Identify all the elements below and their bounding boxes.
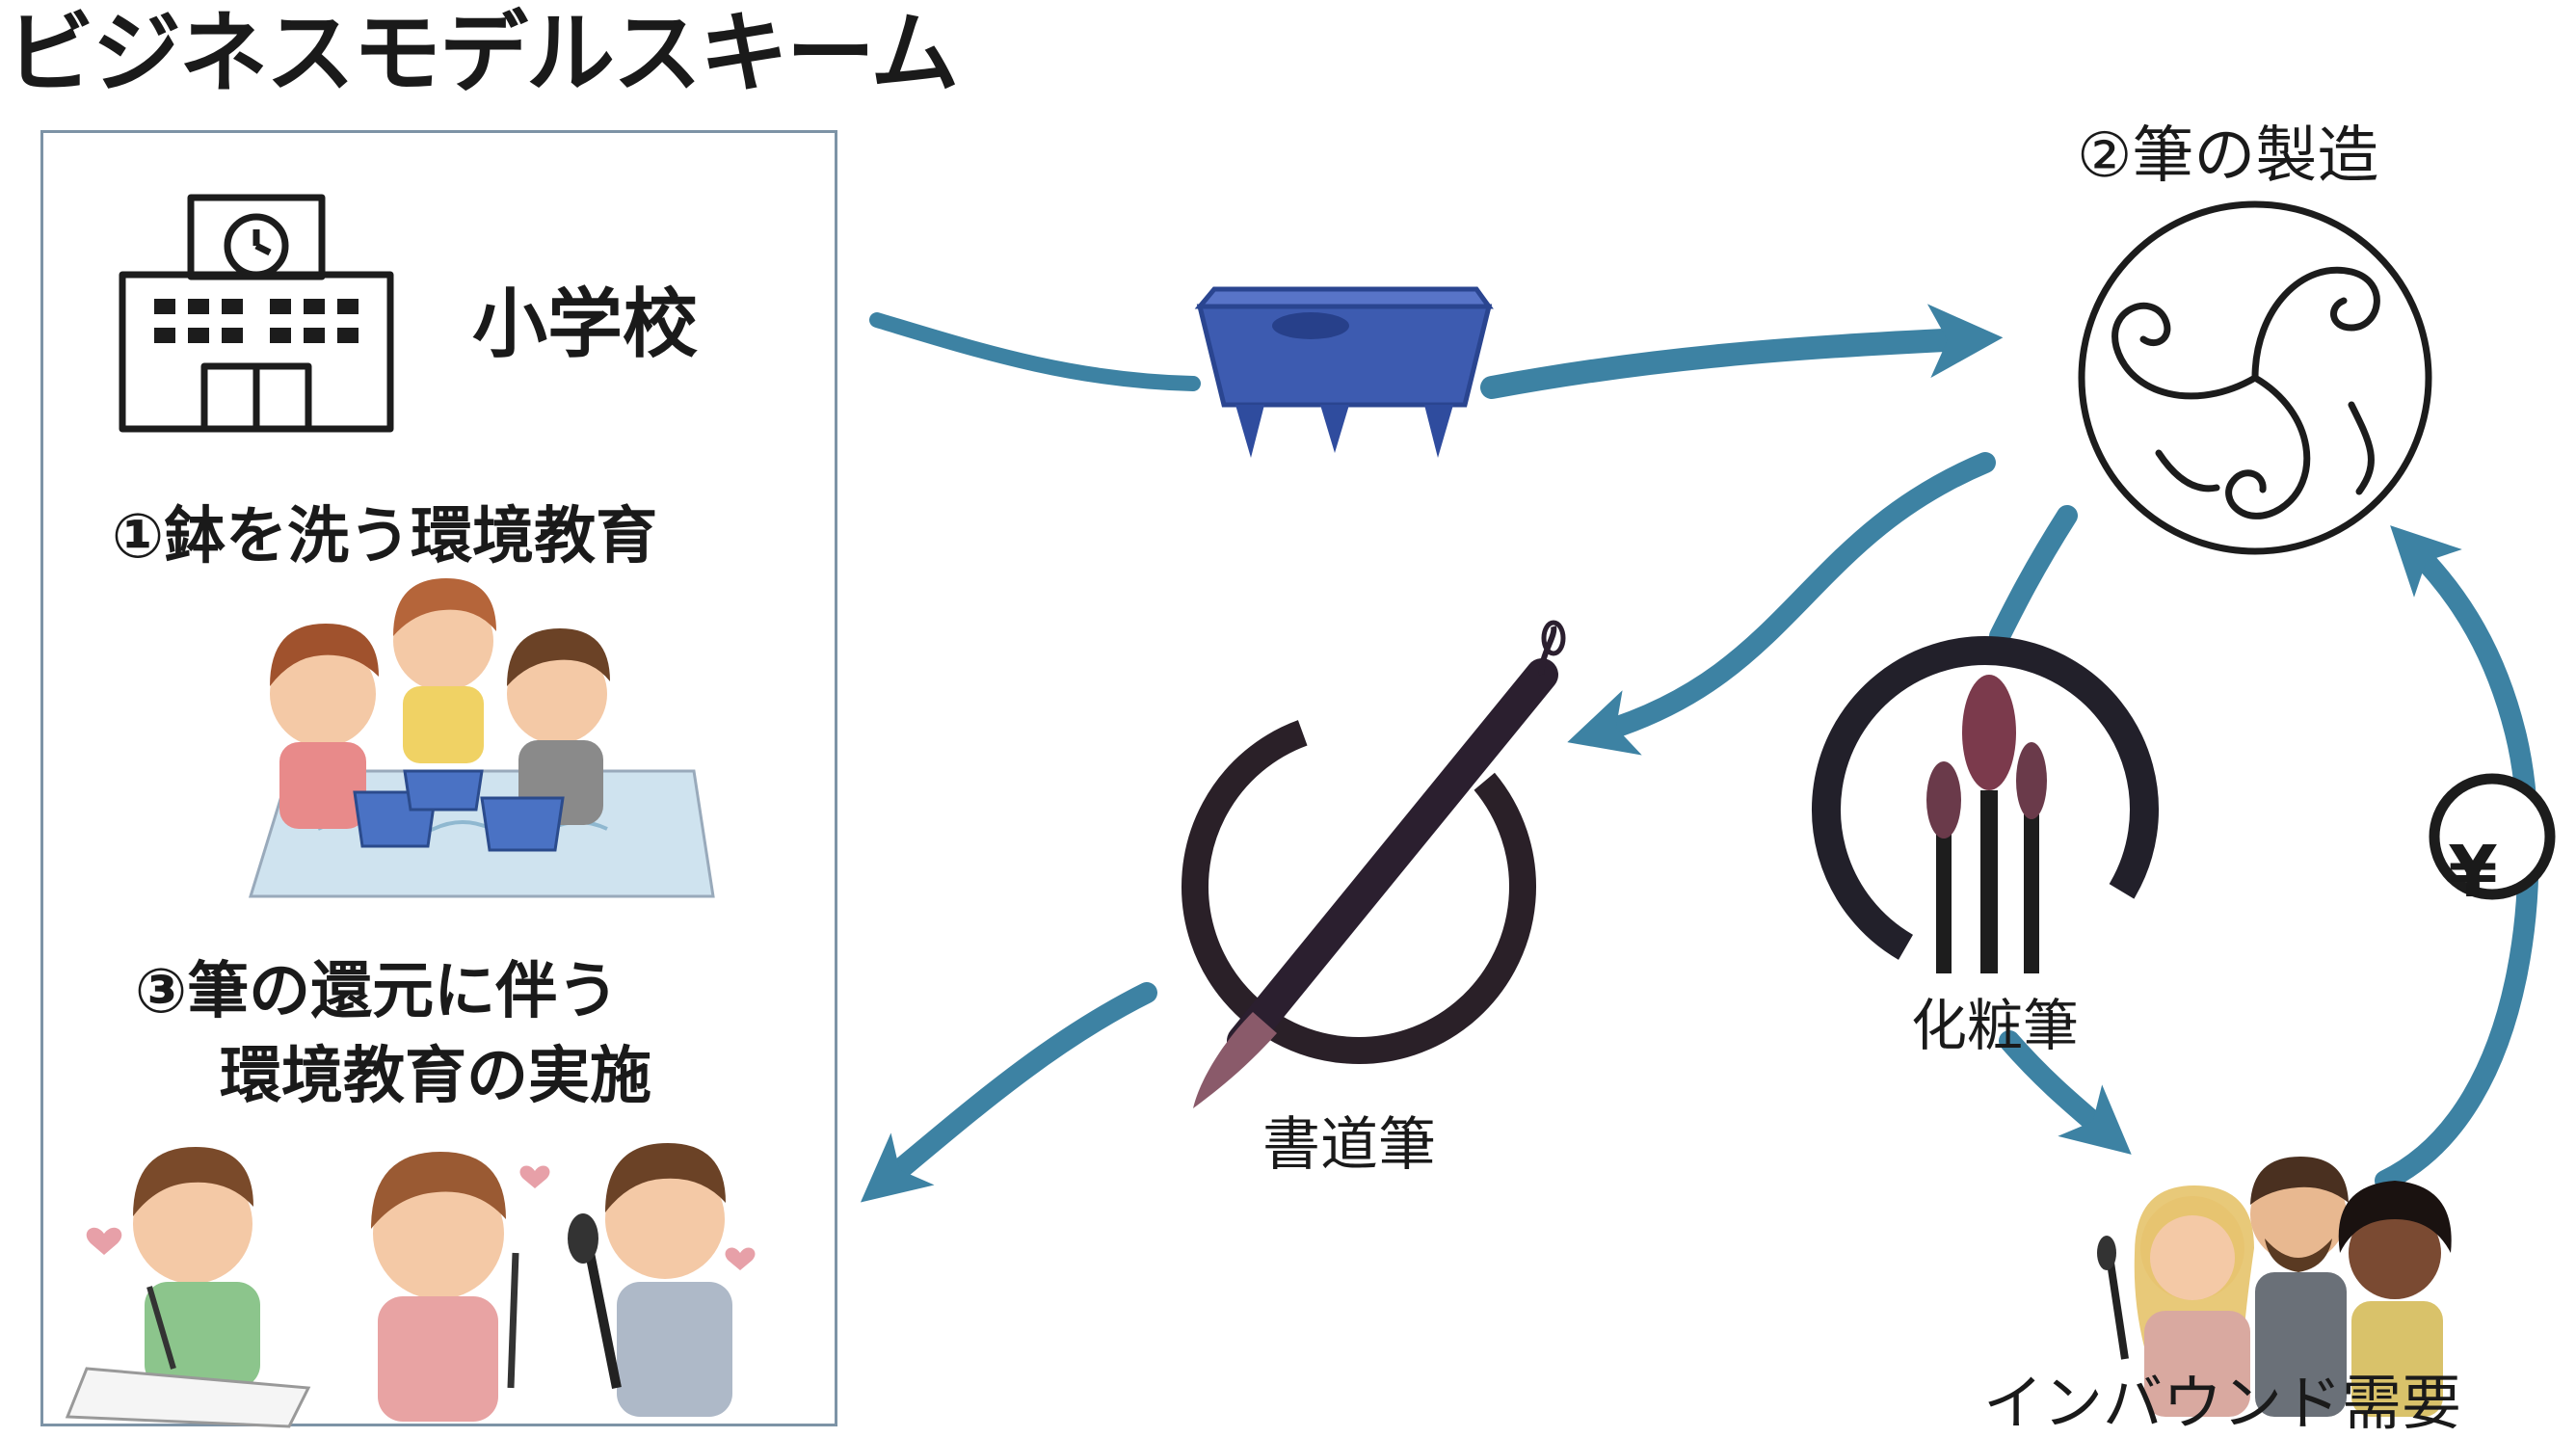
school-name: 小学校 <box>472 281 699 368</box>
education-step-3-line2: 環境教育の実施 <box>220 1041 651 1112</box>
arrow-calligraphy-to-school <box>860 982 1157 1203</box>
manufacturing-label: ②筆の製造 <box>2077 120 2379 192</box>
inbound-tourists-illustration <box>2097 1157 2452 1417</box>
calligraphy-brush-icon <box>1182 620 1566 1108</box>
education-step-1: ①鉢を洗う環境教育 <box>112 501 658 573</box>
arrow-manufacturing-to-makeup <box>1989 505 2078 647</box>
kids-with-brushes-illustration <box>65 1143 756 1428</box>
school-building-icon <box>119 194 394 433</box>
inbound-demand-label: インバウンド需要 <box>1983 1368 2462 1438</box>
blue-basin-icon <box>1194 286 1494 458</box>
arrow-basin-to-manufacturing <box>1480 304 2004 399</box>
arrow-school-to-basin <box>869 312 1201 391</box>
yen-icon <box>2429 773 2556 900</box>
makeup-brush-icon <box>1812 636 2159 983</box>
brush-manufacturing-emblem <box>2078 200 2432 555</box>
education-step-3-line1: ③筆の還元に伴う <box>135 956 620 1027</box>
kids-washing-basins-illustration <box>248 578 715 898</box>
makeup-brush-label: 化粧筆 <box>1911 993 2080 1058</box>
arrow-makeup-to-inbound <box>1999 1030 2132 1155</box>
page-title: ビジネスモデルスキーム <box>6 2 959 105</box>
arrow-manufacturing-to-calligraphy <box>1567 452 1996 756</box>
yen-symbol: ¥ <box>2448 831 2498 914</box>
calligraphy-brush-label: 書道筆 <box>1262 1111 1436 1179</box>
